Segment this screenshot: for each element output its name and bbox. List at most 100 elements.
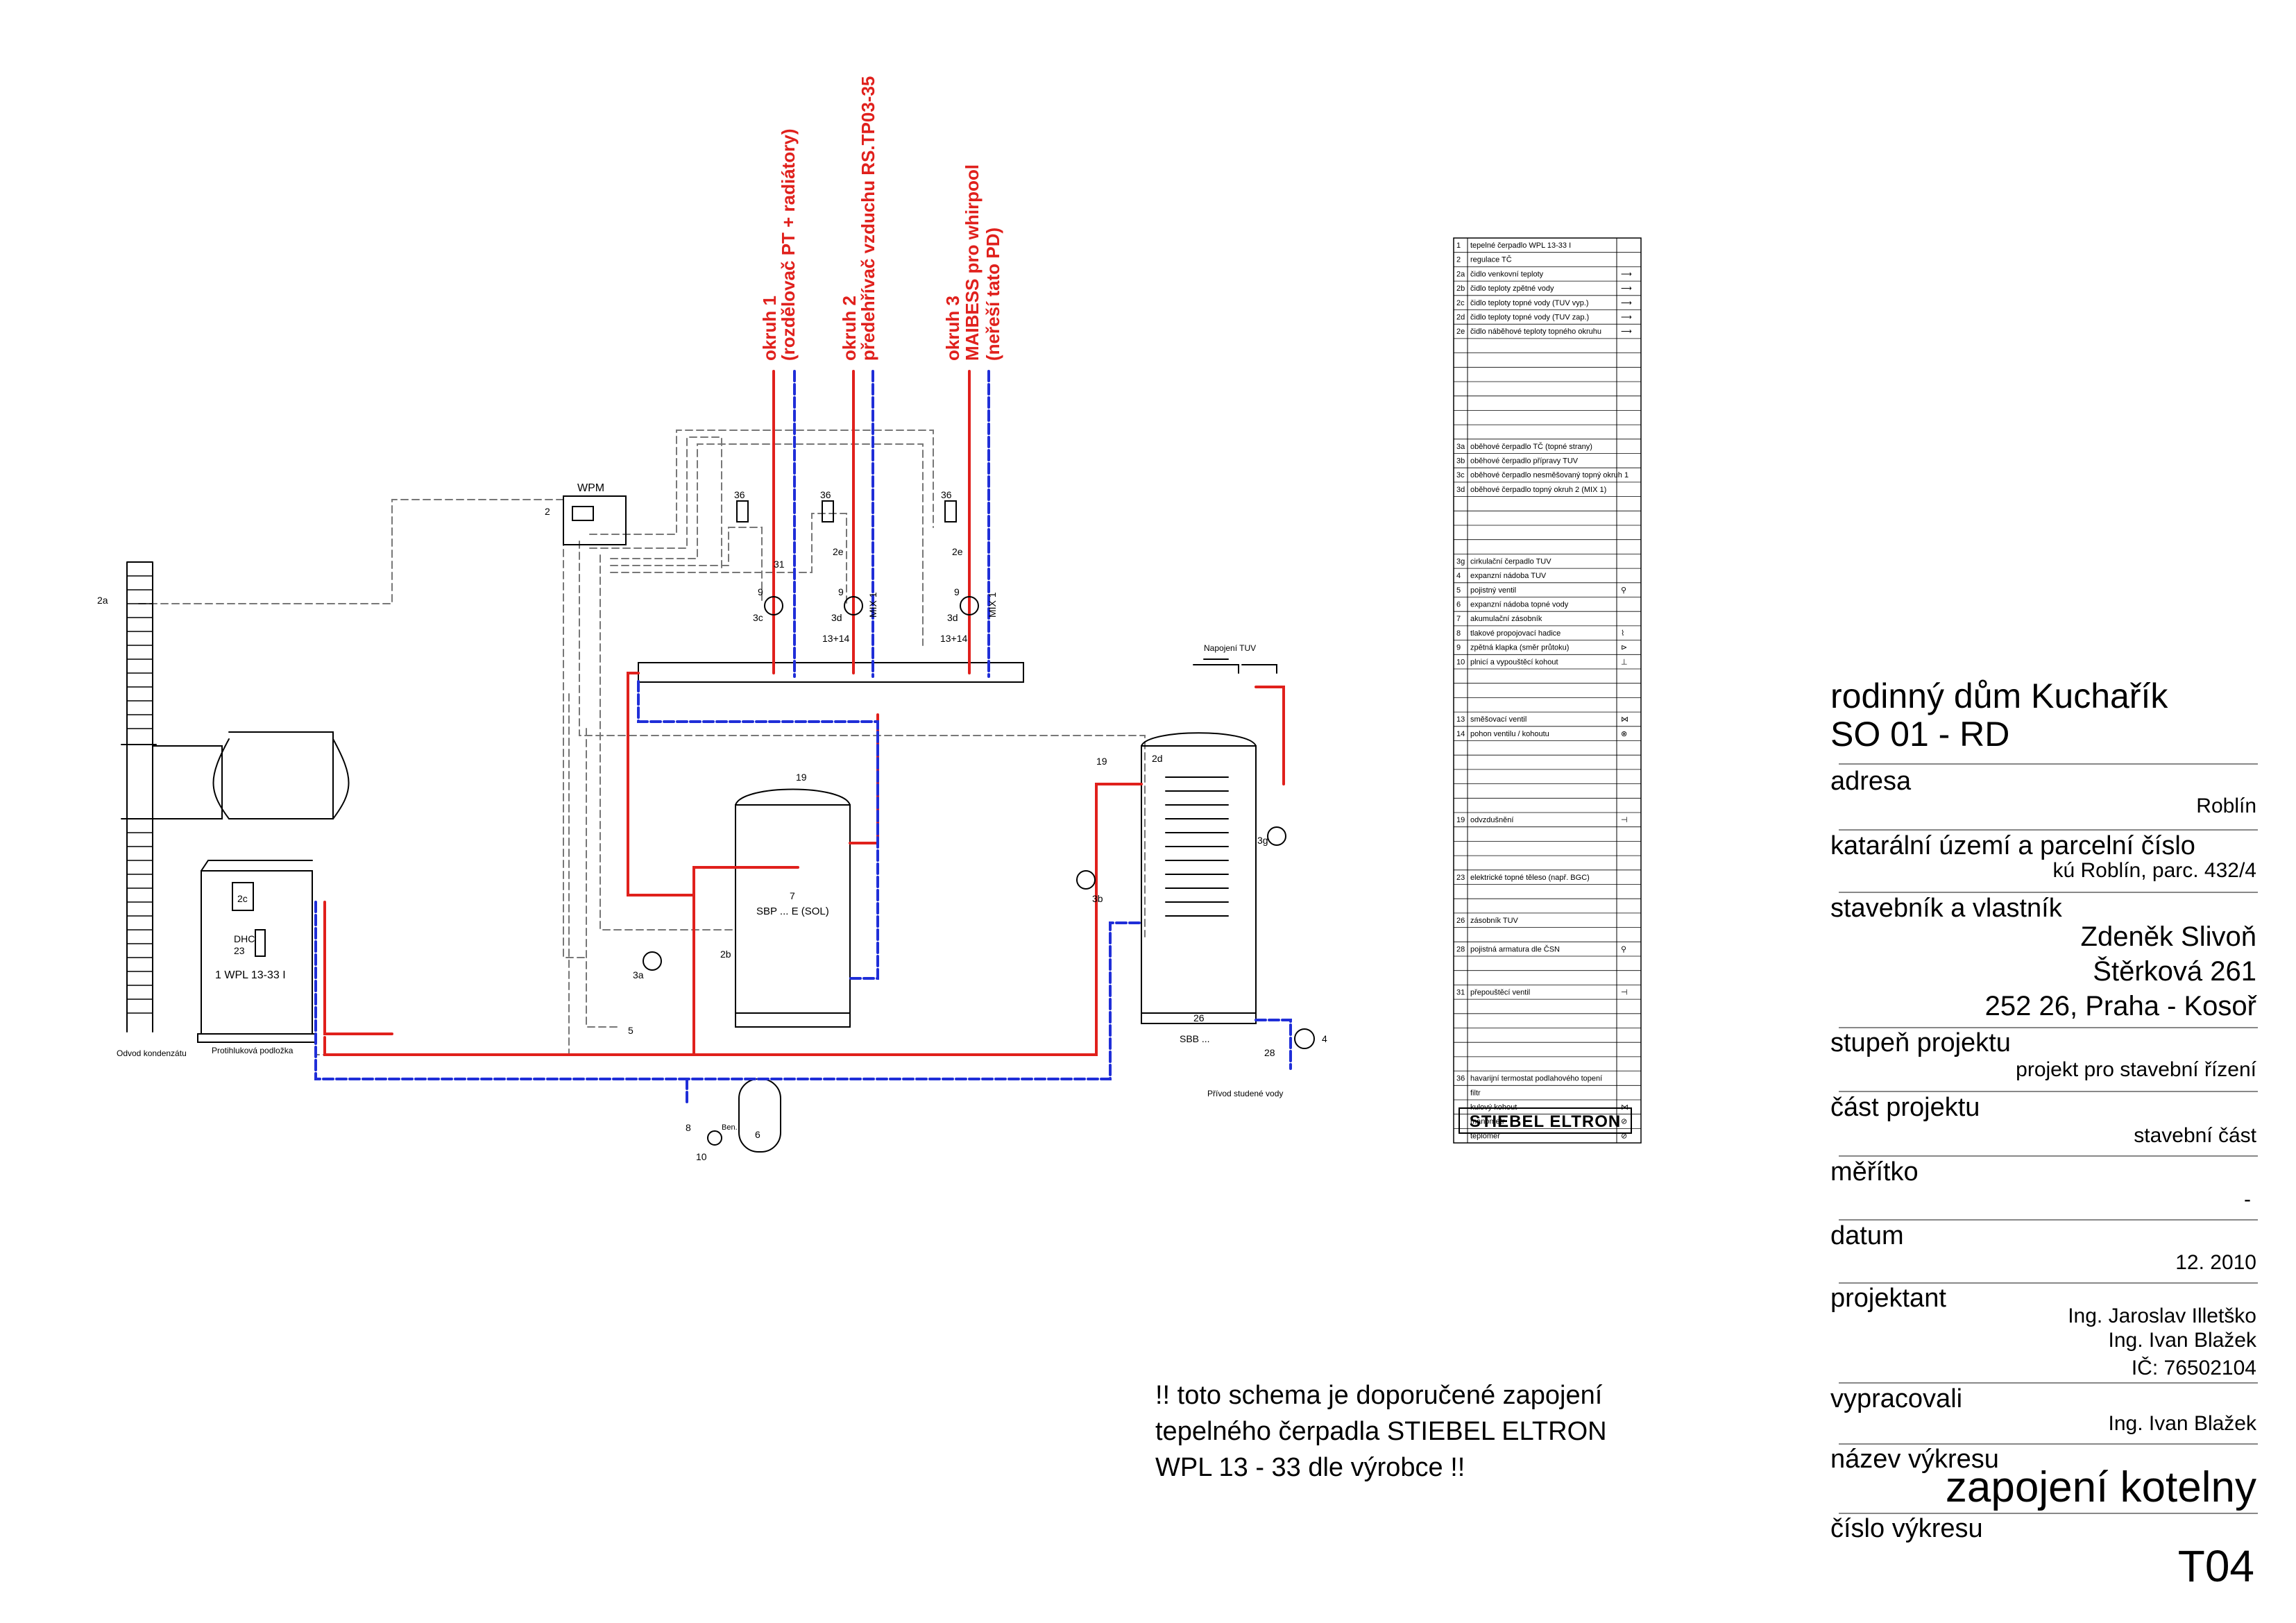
legend-row: filtr — [1454, 1085, 1641, 1097]
legend-row-no: 3c — [1456, 471, 1465, 479]
n36-b: 36 — [820, 489, 831, 500]
n3a: 3a — [633, 969, 644, 980]
legend-row-no: 5 — [1456, 586, 1461, 595]
note-line-3: WPL 13 - 33 dle výrobce !! — [1155, 1453, 1465, 1482]
legend-row-text: filtr — [1470, 1089, 1481, 1097]
legend-row-no: 13 — [1456, 715, 1465, 724]
rule-10 — [1839, 1443, 2258, 1445]
legend-row-symbol: ⟶ — [1621, 314, 1632, 322]
n9-a: 9 — [758, 586, 763, 597]
circuit-3-number: okruh 3 — [942, 296, 963, 361]
legend-row: 3c oběhové čerpadlo nesměšovaný topný okr… — [1454, 467, 1641, 479]
designer-2: Ing. Ivan Blažek — [2108, 1329, 2256, 1352]
legend-row-text: manometr — [1470, 1118, 1505, 1126]
legend-row-symbol: ⊣ — [1621, 816, 1628, 824]
ben-label: Ben. — [722, 1123, 738, 1132]
n19-a: 19 — [796, 772, 807, 783]
legend-row-symbol: ⊘ — [1621, 1132, 1627, 1140]
dhc-no-label: 23 — [234, 945, 245, 956]
legend-row-no: 26 — [1456, 917, 1465, 925]
legend-row-text: expanzní nádoba topné vody — [1470, 601, 1569, 609]
dhw-label: SBB ... — [1180, 1033, 1210, 1044]
legend-row-symbol: ⊣ — [1621, 988, 1628, 996]
rule-8 — [1839, 1282, 2258, 1284]
legend-row-text: expanzní nádoba TUV — [1470, 572, 1547, 580]
legend-row-no: 2e — [1456, 328, 1465, 336]
designer-label: projektant — [1830, 1284, 1946, 1313]
legend-row: teploměr⊘ — [1454, 1128, 1641, 1140]
rule-6 — [1839, 1155, 2258, 1157]
prepared-value: Ing. Ivan Blažek — [2108, 1412, 2256, 1435]
date-label: datum — [1830, 1221, 1904, 1250]
designer-1: Ing. Jaroslav Illetško — [2068, 1305, 2256, 1327]
rule-2 — [1839, 829, 2258, 831]
n2e-a: 2e — [833, 546, 844, 557]
buffer-tank — [735, 788, 851, 1028]
wall-chimney — [127, 575, 153, 1014]
legend-row-symbol: ⟶ — [1621, 328, 1632, 336]
stage-value: projekt pro stavební řízení — [2016, 1058, 2256, 1081]
n6: 6 — [755, 1129, 760, 1140]
legend-row-no: 4 — [1456, 572, 1461, 580]
n1314-a: 13+14 — [822, 633, 850, 644]
return-pipes — [314, 370, 1292, 1105]
designer-ic: IČ: 76502104 — [2131, 1357, 2256, 1379]
legend-row-no: 6 — [1456, 601, 1461, 609]
n4: 4 — [1322, 1033, 1327, 1044]
legend-row-text: pohon ventilu / kohoutu — [1470, 730, 1549, 738]
recommendation-note: !! toto schema je doporučené zapojení te… — [1155, 1377, 1607, 1486]
legend-row-text: pojistná armatura dle ČSN — [1470, 944, 1560, 953]
legend-row-text: pojistný ventil — [1470, 586, 1516, 595]
legend-row-text: oběhové čerpadlo přípravy TUV — [1470, 457, 1579, 466]
legend-row-text: zásobník TUV — [1470, 917, 1519, 925]
legend-row-text: tlakové propojovací hadice — [1470, 629, 1561, 638]
legend-row-symbol: ⊘ — [1621, 1118, 1627, 1126]
legend-row-symbol: ⌇ — [1621, 629, 1624, 638]
rule-4 — [1839, 1027, 2258, 1028]
legend-row-symbol: ⊥ — [1621, 658, 1628, 666]
buffer-label: SBP ... E (SOL) — [756, 906, 829, 917]
legend-row-symbol: ⊗ — [1621, 730, 1627, 738]
legend-row-text: plnicí a vypouštěcí kohout — [1470, 658, 1558, 666]
n28: 28 — [1264, 1047, 1275, 1058]
mix-1-label-b: MIX 1 — [987, 592, 998, 618]
legend-row-no: 1 — [1456, 241, 1461, 250]
n9-c: 9 — [954, 586, 960, 597]
dhw-tank — [1141, 732, 1257, 1024]
ctrl-no-label: 2 — [545, 506, 550, 517]
legend-row-text: tepelné čerpadlo WPL 13-33 I — [1470, 241, 1571, 250]
legend-row-text: čidlo venkovní teploty — [1470, 270, 1544, 278]
note-line-1: !! toto schema je doporučené zapojení — [1155, 1381, 1603, 1410]
circuit-1-desc: (rozdělovač PT + radiátory) — [778, 129, 799, 361]
legend-row-text: oběhové čerpadlo nesměšovaný topný okruh… — [1470, 471, 1629, 479]
n1314-b: 13+14 — [940, 633, 968, 644]
legend-row-symbol: ⟶ — [1621, 284, 1632, 293]
legend-row-no: 28 — [1456, 945, 1465, 953]
buffer-no-label: 7 — [790, 890, 795, 901]
n5: 5 — [628, 1025, 633, 1036]
drawing-no-label: číslo výkresu — [1830, 1514, 1983, 1543]
n10: 10 — [696, 1151, 707, 1162]
legend-row-no: 36 — [1456, 1075, 1465, 1083]
owner-label: stavebník a vlastník — [1830, 894, 2062, 923]
legend-row-no: 7 — [1456, 615, 1461, 623]
component-labels: WPM 2 2a 1 WPL 13-33 I DHC 23 Odvod kond… — [97, 482, 1327, 1162]
circuit-labels: okruh 1 (rozdělovač PT + radiátory) okru… — [759, 76, 1003, 361]
project-code: SO 01 - RD — [1830, 715, 2010, 754]
dhw-coil-label: 26 — [1193, 1012, 1205, 1023]
legend-row-text: zpětná klapka (směr průtoku) — [1470, 644, 1569, 652]
mix-1-label-a: MIX 1 — [867, 592, 878, 618]
